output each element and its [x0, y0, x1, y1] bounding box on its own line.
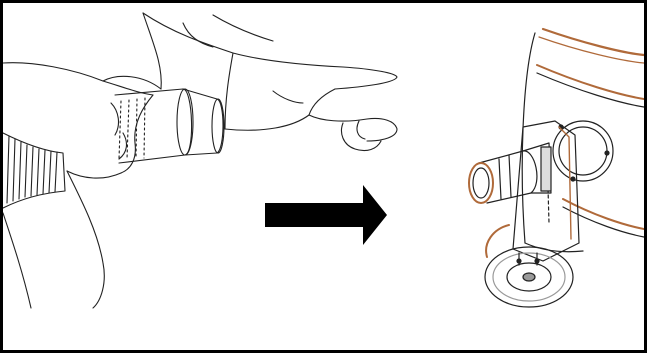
hose-cuff	[114, 88, 225, 164]
drum-body	[521, 27, 644, 253]
mounting-plate	[512, 120, 614, 262]
right-arrow	[265, 185, 387, 245]
left-hand	[3, 62, 162, 309]
illustration-canvas	[3, 12, 644, 309]
corrugated-hose	[3, 132, 66, 209]
hands-with-hose-illustration	[3, 12, 398, 309]
caster-wheel	[484, 224, 574, 308]
vacuum-drum-illustration	[468, 27, 644, 308]
inlet-fitting	[468, 142, 552, 204]
right-hand	[142, 12, 398, 152]
